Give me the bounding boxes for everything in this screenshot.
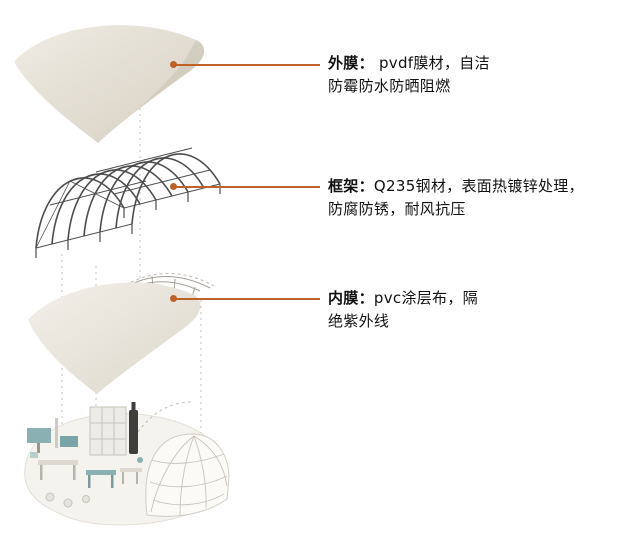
annotation-line2: 防霉防水防晒阻燃 [328,77,451,95]
annotation-text: pvc涂层布，隔 [373,289,478,307]
dome-shell [145,433,230,517]
annotation-inner-membrane: 内膜：pvc涂层布，隔 绝紫外线 [328,287,588,333]
teal-panel [60,436,78,447]
annotation-line1: 内膜：pvc涂层布，隔 [328,287,588,310]
dome-ribs [149,435,228,516]
annotation-outer-membrane: 外膜： pvdf膜材，自洁 防霉防水防晒阻燃 [328,52,588,98]
leader-line-outer-membrane [176,64,320,66]
inner-membrane-illustration [28,272,215,394]
stool [82,495,90,503]
annotation-line1: 外膜： pvdf膜材，自洁 [328,52,588,75]
leader-dot-outer-membrane [170,61,177,68]
stool [63,498,73,508]
dark-column [129,410,138,454]
annotation-frame: 框架：Q235钢材，表面热镀锌处理， 防腐防锈，耐风抗压 [328,175,613,221]
outer-membrane-surface [14,25,205,143]
annotation-label: 内膜： [328,289,374,307]
side-desk [120,468,142,472]
shelving-unit [89,406,127,456]
dome-guide-arc [137,401,193,433]
outer-membrane-illustration [14,25,205,143]
teal-table [86,470,116,475]
teal-screen [27,428,51,443]
leader-line-inner-membrane [176,298,320,300]
furniture [27,402,143,508]
leader-line-frame [176,186,320,188]
annotation-label: 框架： [328,177,374,195]
partition [55,418,58,448]
annotation-line1: 框架：Q235钢材，表面热镀锌处理， [328,175,613,198]
guide-lines [61,96,202,442]
inner-membrane-surface [28,282,201,394]
outer-membrane-edge-shadow [134,40,205,113]
annotation-line2: 防腐防锈，耐风抗压 [328,200,466,218]
stool [45,492,55,502]
leader-dot-inner-membrane [170,295,177,302]
annotation-text: pvdf膜材，自洁 [373,54,490,72]
leader-dot-frame [170,183,177,190]
interior-scene-illustration [24,401,230,526]
annotation-label: 外膜： [328,54,374,72]
table [38,460,78,465]
frame-illustration [35,147,221,258]
annotation-text: Q235钢材，表面热镀锌处理， [373,177,584,195]
annotation-line2: 绝紫外线 [328,312,390,330]
